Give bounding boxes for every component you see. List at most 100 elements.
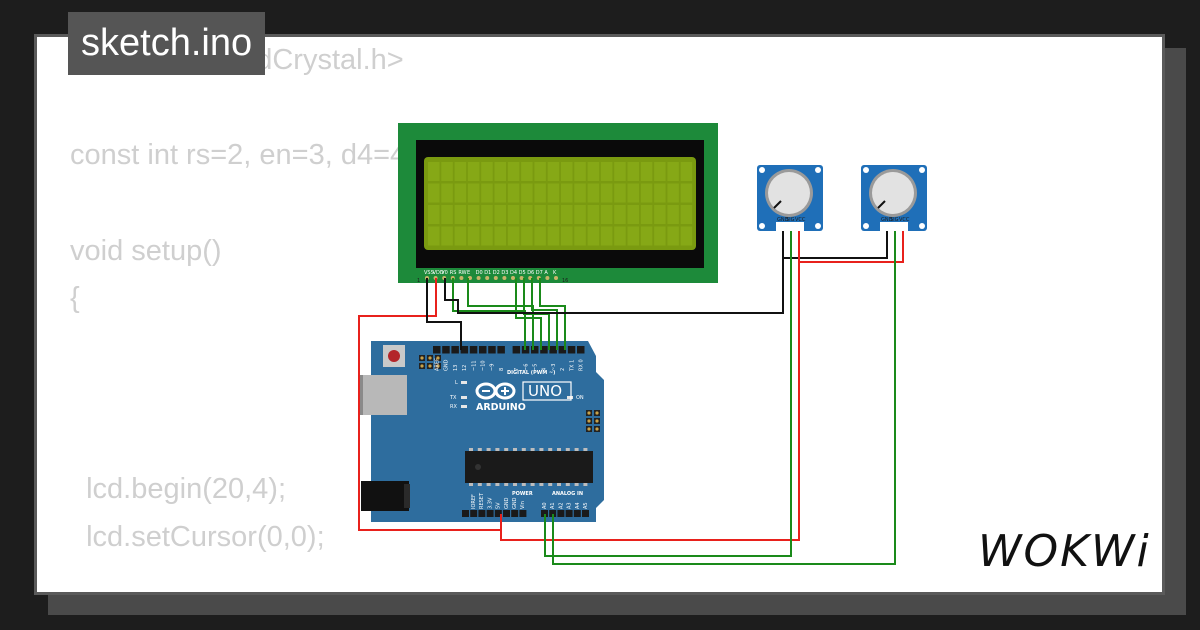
lcd-char-cell — [561, 226, 573, 246]
digital-pin[interactable] — [512, 346, 521, 354]
lcd-pin[interactable] — [545, 276, 550, 280]
lcd-character-grid — [428, 162, 693, 246]
lcd-char-cell — [654, 162, 666, 181]
potentiometer-1[interactable]: GND SIG VCC — [757, 165, 823, 231]
lcd-char-cell — [654, 183, 666, 203]
lcd-pin[interactable] — [459, 276, 464, 280]
digital-pin[interactable] — [497, 346, 505, 354]
chip-pin — [469, 483, 473, 486]
digital-pin[interactable] — [451, 346, 459, 354]
power-pin[interactable] — [478, 510, 486, 517]
led-tx — [461, 396, 467, 399]
power-pin[interactable] — [519, 510, 527, 517]
lcd-pin-last-label: 16 — [562, 278, 568, 284]
code-line: lcd.setCursor(0,0); — [70, 520, 325, 553]
lcd-char-cell — [441, 226, 453, 246]
analog-pin-label: A1 — [550, 502, 556, 509]
lcd-char-cell — [627, 162, 639, 181]
lcd-pin-label: D7 — [536, 270, 543, 276]
lcd-pin[interactable] — [519, 276, 524, 280]
analog-pin[interactable] — [549, 510, 557, 517]
lcd-char-cell — [574, 226, 586, 246]
analog-pin[interactable] — [573, 510, 581, 517]
digital-pin[interactable] — [567, 346, 576, 354]
digital-pin-label: ~11 — [471, 360, 477, 371]
digital-pin[interactable] — [442, 346, 450, 354]
digital-pin-label: ~6 — [523, 364, 529, 371]
pot1-pin-vcc: VCC — [795, 217, 806, 223]
lcd-char-cell — [627, 226, 639, 246]
lcd-char-cell — [600, 205, 613, 224]
digital-pin[interactable] — [549, 346, 557, 354]
lcd-char-cell — [454, 162, 467, 181]
lcd-char-cell — [534, 183, 546, 203]
chip-pin — [530, 483, 535, 486]
lcd-pin[interactable] — [502, 276, 507, 280]
digital-pin[interactable] — [479, 346, 487, 354]
power-pin[interactable] — [503, 510, 510, 517]
power-pin[interactable] — [462, 510, 469, 517]
digital-pin[interactable] — [460, 346, 469, 354]
lcd-char-cell — [547, 183, 560, 203]
lcd-pin-label: D5 — [519, 270, 526, 276]
chip-pin — [530, 448, 535, 451]
lcd-pin[interactable] — [493, 276, 498, 280]
wire-black — [426, 278, 462, 350]
lcd-char-cell — [587, 226, 600, 246]
digital-pin[interactable] — [488, 346, 496, 354]
digital-pin[interactable] — [577, 346, 585, 354]
lcd-char-cell — [467, 183, 480, 203]
sketch-filename-tab[interactable]: sketch.ino — [68, 12, 266, 75]
digital-pin-label: 8 — [499, 368, 505, 371]
digital-pin[interactable] — [469, 346, 478, 354]
wokwi-logo: WOKWi — [978, 526, 1149, 577]
power-pin[interactable] — [511, 510, 519, 517]
lcd-pin[interactable] — [485, 276, 490, 280]
digital-pin-label: ~3 — [551, 364, 557, 371]
lcd-pin-label: RS — [450, 270, 457, 276]
potentiometer-2[interactable]: GND SIG VCC — [861, 165, 927, 231]
lcd-char-cell — [680, 183, 693, 203]
lcd-char-cell — [547, 162, 560, 181]
chip-pin — [477, 483, 482, 486]
icsp-pin-contact — [428, 356, 432, 360]
digital-pin[interactable] — [540, 346, 548, 354]
wire-green — [552, 231, 896, 565]
analog-pin[interactable] — [565, 510, 573, 517]
lcd-char-cell — [654, 226, 666, 246]
lcd-pin[interactable] — [554, 276, 558, 280]
digital-pin-label: RX 0 — [579, 359, 585, 371]
lcd-pin-label: V0 — [441, 270, 448, 276]
power-pin[interactable] — [494, 510, 502, 517]
microcontroller-chip — [465, 451, 593, 483]
analog-pin[interactable] — [541, 510, 548, 517]
power-pin-label: RESET — [479, 492, 485, 509]
lcd-pin[interactable] — [511, 276, 515, 280]
lcd-pin[interactable] — [476, 276, 481, 280]
analog-pin[interactable] — [557, 510, 565, 517]
lcd-char-cell — [521, 205, 533, 224]
digital-pin-label: 4 — [542, 368, 548, 371]
wire-green — [515, 278, 542, 350]
lcd-char-cell — [481, 226, 493, 246]
digital-pin-label: GND — [444, 359, 450, 371]
digital-pin[interactable] — [433, 346, 441, 354]
analog-label: ANALOG IN — [552, 491, 583, 497]
power-jack — [361, 481, 409, 511]
icsp-pin-contact — [595, 419, 599, 423]
power-pin-label: GND — [504, 497, 510, 509]
led-tx-label: TX — [449, 395, 457, 401]
power-pin[interactable] — [470, 510, 478, 517]
chip-pin — [495, 483, 500, 486]
analog-pin[interactable] — [582, 510, 589, 517]
power-pin[interactable] — [486, 510, 494, 517]
lcd-char-cell — [428, 183, 440, 203]
lcd-char-cell — [574, 205, 586, 224]
chip-pin — [521, 483, 526, 486]
digital-pin[interactable] — [558, 346, 567, 354]
digital-pin[interactable] — [531, 346, 539, 354]
